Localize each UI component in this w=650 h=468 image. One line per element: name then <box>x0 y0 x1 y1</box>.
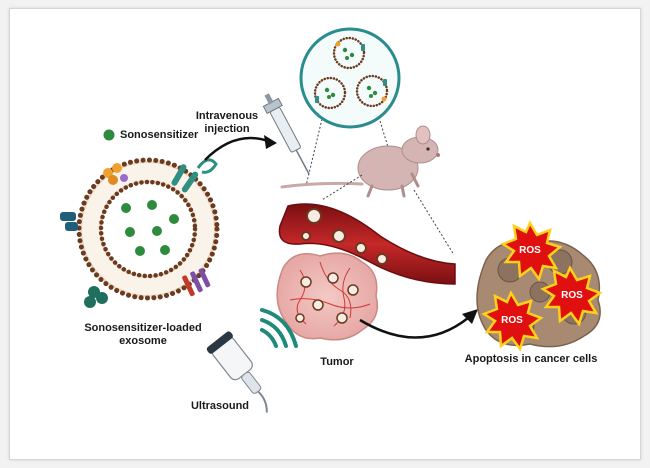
membrane-proteins <box>60 158 218 308</box>
tumor-mass <box>276 252 379 341</box>
exosome-inset <box>299 27 401 187</box>
ultrasound-probe-icon <box>206 331 268 413</box>
exosome-icon <box>60 157 220 308</box>
ros-burst <box>500 220 563 282</box>
ultrasound-label: Ultrasound <box>190 400 250 412</box>
tumor-label: Tumor <box>320 356 354 368</box>
intravenous-label-line2: injection <box>204 123 250 135</box>
ros-burst <box>540 265 603 327</box>
injection-arrow-head <box>264 135 277 149</box>
zoom-guide <box>321 174 363 201</box>
zoom-guide <box>413 189 455 256</box>
treatment-arrow <box>359 317 469 339</box>
injection-arrow <box>204 136 269 161</box>
mouse-icon <box>280 125 440 198</box>
intravenous-label-line1: Intravenous <box>195 110 259 122</box>
sonosensitizer-cargo <box>121 200 179 256</box>
ultrasound-waves <box>260 308 298 348</box>
ros-burst <box>481 290 544 352</box>
exosome-label-line1: Sonosensitizer-loaded <box>84 322 202 334</box>
exosome-label-line2: exosome <box>119 335 167 347</box>
ros-label: ROS <box>519 245 541 256</box>
sonosensitizer-label: Sonosensitizer <box>120 129 199 141</box>
treatment-arrow-head <box>462 309 478 324</box>
sonosensitizer-legend-icon <box>103 129 115 141</box>
ros-label: ROS <box>561 290 583 301</box>
ros-label: ROS <box>501 315 523 326</box>
apoptosis-label: Apoptosis in cancer cells <box>464 353 598 365</box>
syringe-icon <box>262 93 310 175</box>
blood-vessel <box>278 203 456 285</box>
